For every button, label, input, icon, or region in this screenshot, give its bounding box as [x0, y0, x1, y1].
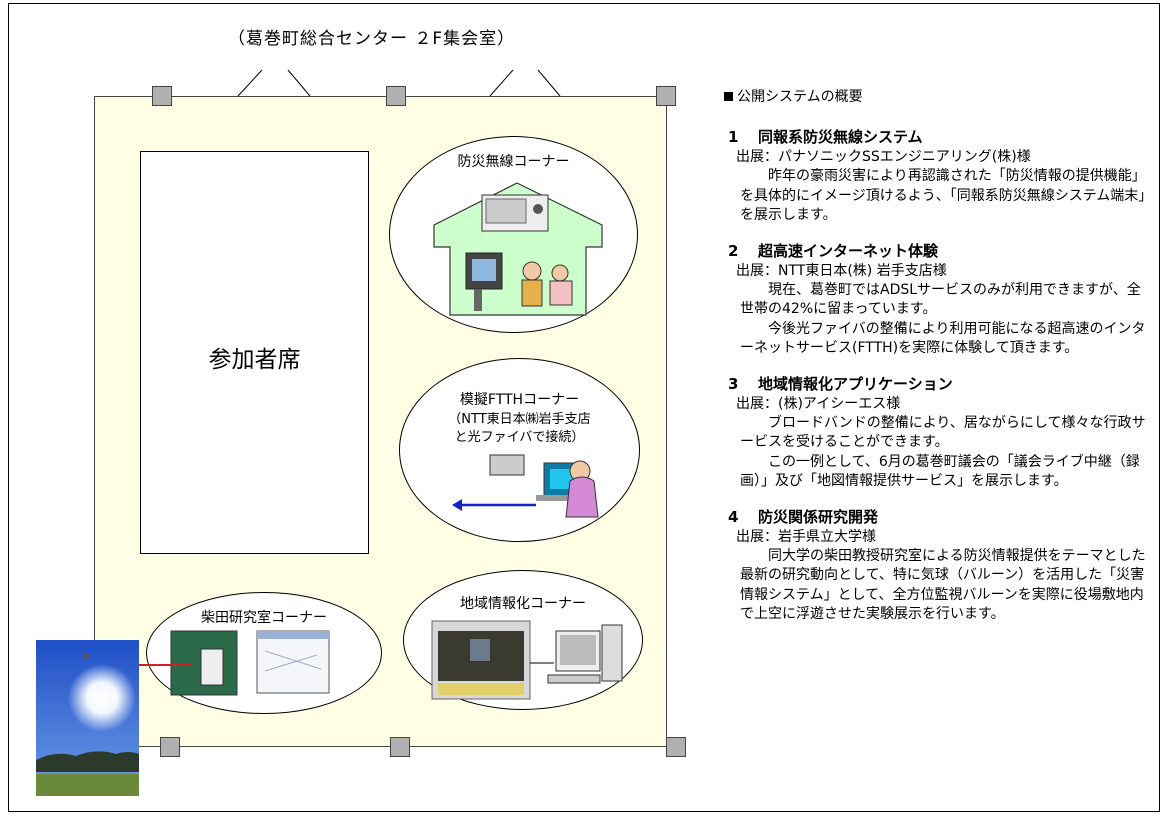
overview-heading-text: 公開システムの概要	[737, 89, 863, 105]
section-title: 防災関係研究開発	[758, 507, 879, 526]
section-4: 4 防災関係研究開発 出展：岩手県立大学様 同大学の柴田教授研究室による防災情報提…	[724, 506, 1149, 625]
chiiki-joho-corner: 地域情報化コーナー	[403, 570, 643, 710]
page-frame	[8, 3, 1160, 812]
bousai-musen-corner: 防災無線コーナー	[389, 136, 638, 333]
video-pc-illustration	[431, 620, 623, 700]
seats-label: 参加者席	[208, 347, 301, 373]
section-number: 4	[728, 507, 739, 526]
section-2: 2 超高速インターネット体験 出展：NTT東日本(株) 岩手支店様 現在、葛巻町で…	[724, 240, 1149, 359]
section-paragraph: ブロードバンドの整備により、居ながらにして様々な行政サービスを受けることができま…	[740, 414, 1146, 451]
chiiki-corner-title: 地域情報化コーナー	[460, 596, 586, 612]
section-paragraph: 現在、葛巻町ではADSLサービスのみが利用できますが、全世帯の42%に留まってい…	[740, 281, 1141, 318]
pillar	[656, 86, 676, 106]
pillar	[666, 737, 686, 757]
section-title: 同報系防災無線システム	[758, 128, 923, 146]
overview-panel: 公開システムの概要 1 同報系防災無線システム 出展：パナソニックSSエンジニアリ…	[724, 86, 1149, 639]
ftth-corner-title: 模擬FTTHコーナー	[459, 392, 580, 408]
section-paragraph: 今後光ファイバの整備により利用可能になる超高速のインターネットサービス(FTTH…	[740, 320, 1146, 357]
section-number: 3	[728, 374, 739, 393]
section-exhibitor: 出展：パナソニックSSエンジニアリング(株)様	[736, 149, 1031, 165]
section-title: 地域情報化アプリケーション	[758, 374, 953, 393]
section-1: 1 同報系防災無線システム 出展：パナソニックSSエンジニアリング(株)様 昨年の…	[724, 126, 1149, 226]
section-3: 3 地域情報化アプリケーション 出展：(株)アイシーエス様 ブロードバンドの整備に…	[724, 373, 1149, 492]
venue-label: （葛巻町総合センター ２F集会室）	[228, 29, 516, 49]
shibata-corner-title: 柴田研究室コーナー	[201, 610, 327, 626]
section-paragraph: この一例として、6月の葛巻町議会の「議会ライブ中継（録画）」及び「地図情報提供サ…	[740, 453, 1140, 490]
pillar	[386, 86, 406, 106]
section-exhibitor: 出展：(株)アイシーエス様	[736, 395, 901, 412]
ftth-corner-sub2: と光ファイバで接続）	[454, 430, 585, 445]
pc-user-illustration	[452, 454, 599, 518]
ftth-corner: 模擬FTTHコーナー （NTT東日本㈱岩手支店 と光ファイバで接続）	[399, 358, 640, 542]
section-exhibitor: 出展：岩手県立大学様	[736, 528, 876, 545]
bousai-corner-title: 防災無線コーナー	[457, 154, 570, 170]
section-number: 2	[728, 241, 739, 260]
shibata-lab-corner: 柴田研究室コーナー	[146, 592, 382, 714]
house-radio-illustration	[433, 182, 603, 316]
square-bullet-icon	[724, 91, 733, 101]
balloon-sky-photo	[36, 640, 139, 796]
lab-equipment-illustration	[170, 630, 330, 696]
pillar	[160, 737, 180, 757]
hanging-lines	[237, 69, 561, 97]
section-paragraph: 昨年の豪雨災害により再認識された「防災情報の提供機能」を具体的にイメージ頂けるよ…	[740, 168, 1146, 223]
section-title: 超高速インターネット体験	[758, 241, 939, 260]
pillar	[390, 737, 410, 757]
participant-seats: 参加者席	[140, 151, 369, 554]
overview-heading: 公開システムの概要	[724, 86, 1149, 106]
section-number: 1	[728, 128, 739, 146]
section-exhibitor: 出展：NTT東日本(株) 岩手支店様	[736, 262, 947, 279]
ftth-corner-sub1: （NTT東日本㈱岩手支店	[448, 412, 591, 427]
pillar	[152, 86, 172, 106]
section-paragraph: 同大学の柴田教授研究室による防災情報提供をテーマとした最新の研究動向として、特に…	[740, 547, 1146, 623]
